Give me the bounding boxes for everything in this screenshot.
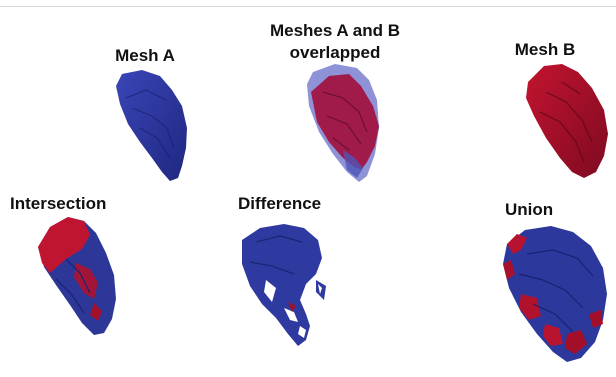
mesh-b-image [522,62,612,180]
label-overlap-line1: Meshes A and B [255,20,415,41]
mesh-a-image [112,68,192,183]
label-mesh-a: Mesh A [100,45,190,66]
intersection-image [36,213,124,338]
difference-image [236,222,336,350]
label-mesh-b: Mesh B [500,39,590,60]
label-overlap-line2: overlapped [255,42,415,63]
label-union: Union [505,199,575,220]
top-divider [0,6,616,7]
union-image [497,224,609,364]
overlap-image [303,62,388,184]
label-difference: Difference [238,193,348,214]
label-intersection: Intersection [10,193,135,214]
